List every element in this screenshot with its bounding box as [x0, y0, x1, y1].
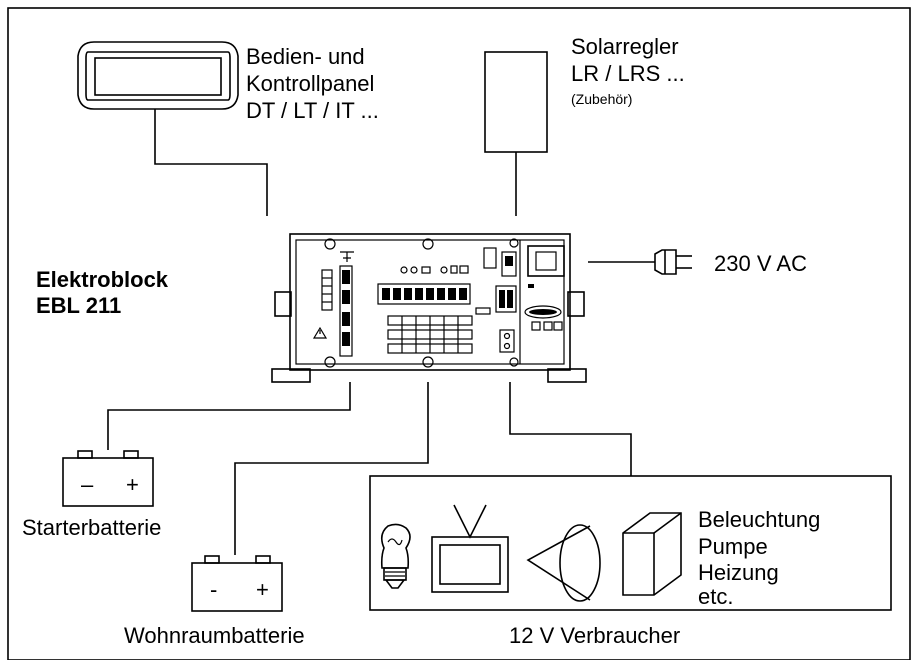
consumer-cable	[509, 382, 632, 476]
tv-icon	[431, 504, 509, 593]
panel-label-line1: Bedien- und	[246, 44, 365, 69]
electroblock-device	[271, 233, 587, 383]
living-battery-cable	[234, 382, 429, 555]
pump-icon	[526, 524, 601, 602]
consumer-item-1: Pumpe	[698, 534, 768, 559]
light-bulb-icon	[380, 523, 411, 589]
panel-cable	[154, 109, 268, 216]
battery-icon	[62, 450, 154, 507]
solar-controller-icon	[484, 51, 548, 153]
ebl-label-line1: Elektroblock	[36, 267, 169, 292]
living-battery-label: Wohnraumbatterie	[124, 623, 305, 648]
consumer-item-3: etc.	[698, 584, 733, 609]
consumer-item-2: Heizung	[698, 560, 779, 585]
living-battery-plus: +	[256, 577, 269, 602]
starter-battery-minus: –	[81, 472, 94, 497]
consumer-item-0: Beleuchtung	[698, 507, 820, 532]
mains-plug-icon	[654, 249, 692, 275]
diagram-border	[7, 7, 911, 660]
battery-icon	[191, 555, 283, 612]
starter-battery-cable	[107, 382, 351, 450]
control-panel-icon	[77, 41, 239, 110]
ebl-label-line2: EBL 211	[36, 293, 121, 318]
consumers-box	[369, 475, 892, 611]
consumers-label: 12 V Verbraucher	[509, 623, 680, 648]
mains-label: 230 V AC	[714, 251, 807, 276]
solar-label-line3: (Zubehör)	[571, 91, 632, 107]
solar-label-line2: LR / LRS ...	[571, 61, 685, 86]
solar-label-line1: Solarregler	[571, 34, 679, 59]
heater-icon	[622, 512, 682, 596]
starter-battery-label: Starterbatterie	[22, 515, 161, 540]
starter-battery-plus: +	[126, 472, 139, 497]
panel-label-line3: DT / LT / IT ...	[246, 98, 379, 123]
panel-label-line2: Kontrollpanel	[246, 71, 374, 96]
living-battery-minus: -	[210, 577, 217, 602]
